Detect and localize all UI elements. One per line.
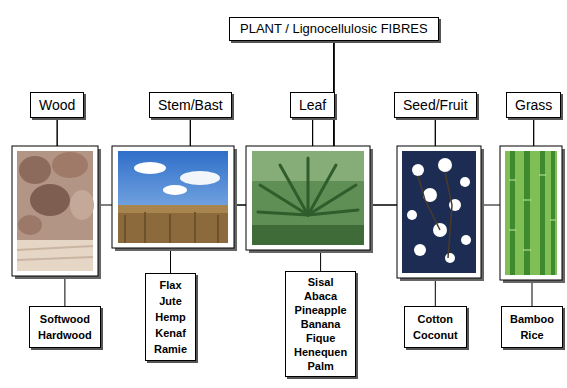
title-text: PLANT / Lignocellulosic FIBRES — [240, 20, 428, 38]
fibre-list-box: BambooRice — [501, 306, 563, 348]
fibre-name: Hemp — [154, 309, 187, 325]
fibre-name: Softwood — [38, 311, 92, 327]
fibre-name: Coconut — [413, 327, 458, 343]
fibre-list-box: SoftwoodHardwood — [29, 306, 101, 348]
category-label: Stem/Bast — [158, 96, 223, 114]
fibre-name: Henequen — [294, 345, 347, 359]
fibre-name: Cotton — [413, 311, 458, 327]
fibre-name: Fique — [294, 331, 347, 345]
fibre-name: Palm — [294, 359, 347, 373]
fibre-name: Rice — [510, 327, 554, 343]
title-box: PLANT / Lignocellulosic FIBRES — [229, 17, 439, 41]
category-box: Leaf — [290, 92, 335, 118]
wood-photo — [12, 146, 101, 279]
fibre-name: Banana — [294, 317, 347, 331]
fibre-name: Kenaf — [154, 325, 187, 341]
fibre-list-box: SisalAbacaPineappleBananaFiqueHenequenPa… — [285, 271, 356, 377]
fibre-name: Bamboo — [510, 311, 554, 327]
fibre-list-box: CottonCoconut — [404, 306, 467, 348]
fibre-name: Ramie — [154, 341, 187, 357]
category-box: Grass — [506, 92, 561, 118]
category-box: Wood — [30, 92, 84, 118]
category-box: Seed/Fruit — [394, 92, 477, 118]
category-box: Stem/Bast — [149, 92, 232, 118]
category-label: Leaf — [299, 96, 326, 114]
cotton-photo — [397, 146, 484, 281]
fibre-name: Jute — [154, 293, 187, 309]
fibre-name: Flax — [154, 277, 187, 293]
agave-photo — [246, 146, 373, 253]
fibre-list-box: FlaxJuteHempKenafRamie — [145, 273, 196, 361]
category-label: Seed/Fruit — [403, 96, 468, 114]
fibre-name: Abaca — [294, 289, 347, 303]
fibre-name: Hardwood — [38, 327, 92, 343]
category-label: Wood — [39, 96, 75, 114]
field-photo — [112, 146, 237, 251]
fibre-name: Sisal — [294, 275, 347, 289]
bamboo-photo — [500, 146, 565, 283]
category-label: Grass — [515, 96, 552, 114]
fibre-name: Pineapple — [294, 303, 347, 317]
